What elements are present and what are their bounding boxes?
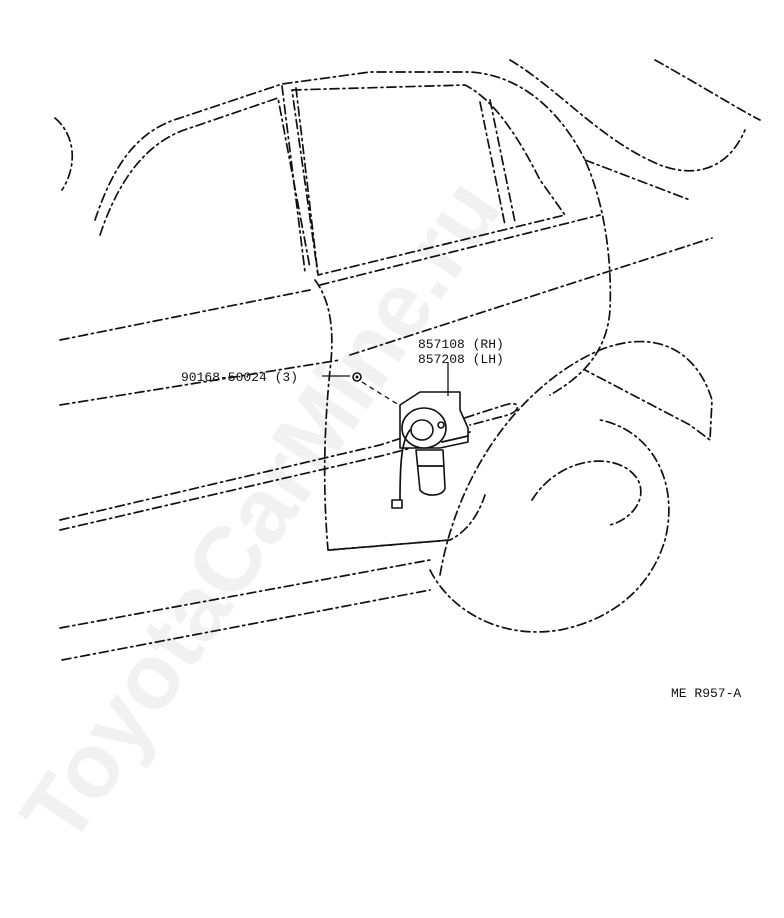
- bolt: [352, 372, 362, 382]
- rear-quarter-top: [509, 59, 761, 172]
- motor-body: [415, 449, 446, 496]
- door-shut-line: [314, 279, 451, 551]
- rear-door-bottom: [329, 494, 486, 551]
- bolt-center: [355, 375, 359, 379]
- window-divider: [479, 99, 516, 226]
- wheel-arch: [439, 340, 713, 576]
- door-pillar: [281, 85, 319, 276]
- motor-mount-hole: [437, 421, 445, 429]
- car-body-outline: [54, 59, 761, 661]
- diagram-code-label: ME R957-A: [671, 686, 741, 701]
- roof-line: [54, 71, 612, 396]
- body-character-line: [59, 237, 713, 406]
- motor-gear-hub: [410, 419, 434, 441]
- window-outer-line: [99, 97, 311, 269]
- side-molding-upper: [59, 402, 519, 521]
- belt-line: [59, 214, 601, 341]
- motor-part-label-lh: 857208 (LH): [418, 352, 504, 367]
- motor-part-label-rh: 857108 (RH): [418, 337, 504, 352]
- tail-line: [584, 159, 691, 201]
- motor-connector: [391, 499, 403, 509]
- window-motor: [391, 391, 469, 509]
- rocker-line: [59, 559, 431, 661]
- rear-wheel-inner: [531, 460, 642, 526]
- bolt-part-label: 90168-50024 (3): [181, 370, 298, 385]
- rear-wheel: [429, 419, 670, 633]
- motor-plate-edge: [441, 435, 469, 443]
- watermark-text: ToyotaCarMine.ru: [2, 161, 520, 861]
- rear-door-window: [291, 84, 566, 276]
